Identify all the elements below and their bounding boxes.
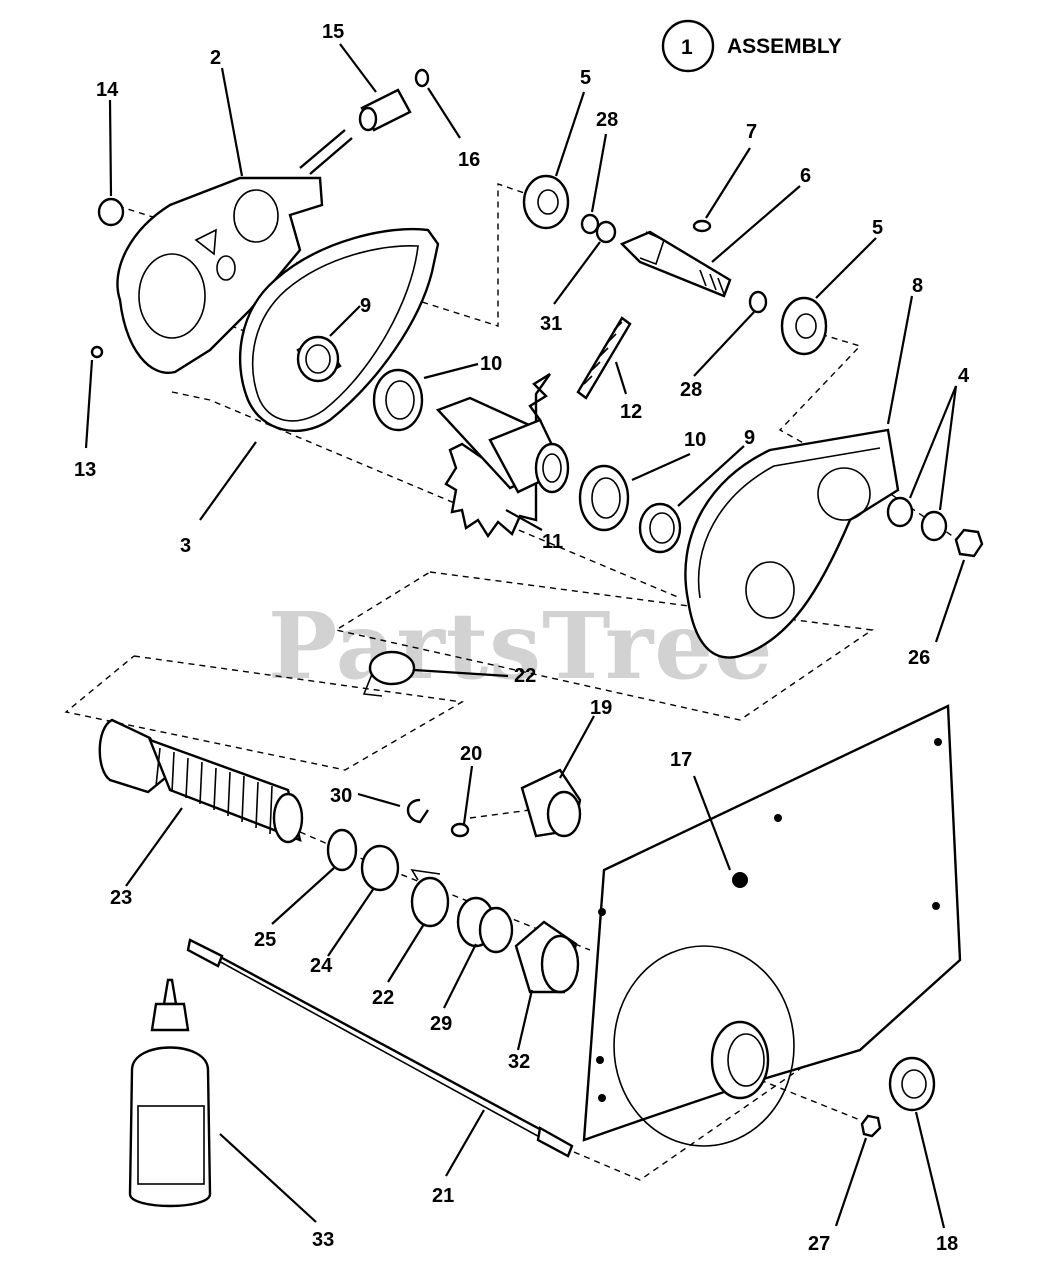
part-seal-left — [372, 368, 424, 432]
callout-23: 23 — [110, 887, 132, 909]
callout-labels: 14 2 15 16 13 3 9 10 5 28 31 7 6 5 28 12… — [74, 21, 970, 1255]
part-hose-clamp-upper — [362, 650, 416, 697]
callout-28-lower: 28 — [680, 379, 702, 401]
part-chain — [576, 316, 632, 400]
part-needle-bearing-right — [638, 502, 682, 554]
part-cover-plate — [116, 129, 353, 374]
callout-9-left: 9 — [360, 295, 371, 317]
callout-27: 27 — [808, 1233, 830, 1255]
part-plug — [97, 197, 125, 227]
callout-6: 6 — [800, 165, 811, 187]
part-hose-clamp-lower — [410, 868, 450, 928]
callout-5-upper: 5 — [580, 67, 591, 89]
callout-22-lower: 22 — [372, 987, 394, 1009]
part-gasket — [238, 227, 440, 433]
assembly-label: ASSEMBLY — [727, 35, 842, 58]
watermark: PartsTree — [268, 592, 773, 700]
part-washer-28-lower — [748, 290, 768, 314]
part-washer-24 — [360, 844, 400, 892]
part-washer-28-upper — [580, 213, 600, 235]
assembly-header: 1 ASSEMBLY — [661, 19, 842, 73]
callout-16: 16 — [458, 149, 480, 171]
part-oil-bottle — [128, 978, 212, 1208]
part-bearing-18 — [888, 1056, 936, 1112]
callout-20: 20 — [460, 743, 482, 765]
part-coupler-32 — [514, 920, 580, 994]
part-coupler-29 — [456, 896, 514, 954]
part-seal-right — [578, 464, 630, 532]
callout-21: 21 — [432, 1185, 454, 1207]
callout-8: 8 — [912, 275, 923, 297]
part-washer-4a — [886, 496, 914, 528]
callout-29: 29 — [430, 1013, 452, 1035]
callout-11: 11 — [542, 531, 563, 553]
assembly-number-circle — [661, 19, 715, 73]
callout-9-right: 9 — [744, 427, 755, 449]
part-sprocket — [435, 372, 570, 539]
callout-33: 33 — [312, 1229, 334, 1251]
callout-10-left: 10 — [480, 353, 502, 375]
callout-31: 31 — [540, 313, 562, 335]
callout-10-right: 10 — [684, 429, 706, 451]
part-boot — [98, 718, 304, 844]
callout-26: 26 — [908, 647, 930, 669]
callout-32: 32 — [508, 1051, 530, 1073]
callout-28-upper: 28 — [596, 109, 618, 131]
callout-25: 25 — [254, 929, 276, 951]
part-shaft — [619, 230, 732, 298]
callout-13: 13 — [74, 459, 96, 481]
callout-4: 4 — [958, 365, 970, 387]
callout-18: 18 — [936, 1233, 958, 1255]
part-spacer-tube — [358, 88, 412, 132]
callout-22-upper: 22 — [514, 665, 536, 687]
part-bearing-upper-right — [780, 296, 828, 356]
callout-30: 30 — [330, 785, 352, 807]
part-mounting-plate — [582, 704, 962, 1147]
part-cotter-20 — [450, 822, 470, 838]
callout-7: 7 — [746, 121, 757, 143]
part-clip-16 — [414, 68, 430, 88]
part-screw-13 — [90, 345, 104, 359]
assembly-number: 1 — [681, 36, 693, 59]
part-nut-26 — [954, 528, 984, 558]
part-needle-bearing-left — [296, 335, 342, 383]
callout-17: 17 — [670, 749, 692, 771]
leader-lines — [84, 43, 966, 1229]
part-e-clip — [406, 798, 429, 824]
callout-3: 3 — [180, 535, 191, 557]
callout-24: 24 — [310, 955, 333, 977]
callout-12: 12 — [620, 401, 642, 423]
callout-2: 2 — [210, 47, 221, 69]
part-nut-27 — [860, 1114, 882, 1138]
part-housing-plate — [684, 428, 900, 659]
part-bushing — [520, 768, 582, 838]
callout-15: 15 — [322, 21, 344, 43]
part-bearing-upper-left — [522, 174, 570, 230]
part-washer-4b — [920, 510, 948, 542]
part-washer-25 — [326, 828, 358, 872]
callout-19: 19 — [590, 697, 612, 719]
callout-14: 14 — [96, 79, 119, 101]
callout-5-right: 5 — [872, 217, 883, 239]
part-nut-31 — [595, 220, 617, 244]
part-rod — [186, 938, 574, 1158]
part-key-7 — [692, 219, 712, 233]
